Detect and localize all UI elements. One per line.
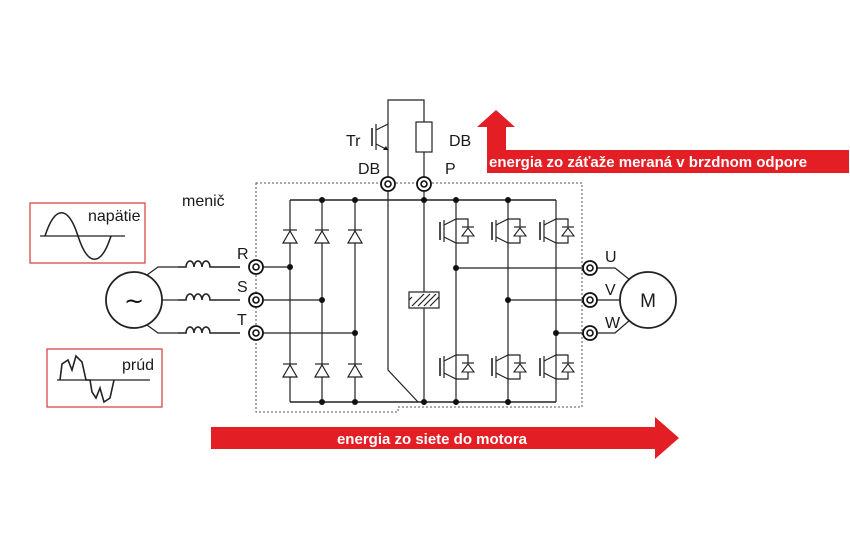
voltage-label: napätie (88, 208, 141, 225)
rectifier-diode-icon (281, 363, 364, 378)
brake-chopper: Tr DB DB P (346, 99, 471, 405)
inverter-bridge (436, 197, 582, 405)
voltage-waveform-box: napätie (29, 202, 146, 264)
converter-label: menič (182, 193, 225, 210)
igbt-icon (491, 218, 528, 244)
igbt-icon (539, 354, 576, 380)
brake-transistor-icon (371, 123, 389, 151)
terminal-db-label: DB (358, 161, 380, 178)
terminal-p-label: P (445, 161, 456, 178)
terminal-t (248, 325, 264, 341)
motor-label: M (640, 291, 656, 312)
terminal-w (582, 325, 598, 341)
terminal-v-label: V (605, 282, 616, 299)
current-waveform-box: prúd (46, 348, 163, 408)
terminal-r (248, 259, 264, 275)
regen-energy-label: energia zo záťaže meraná v brzdnom odpor… (489, 154, 807, 171)
transistor-label: Tr (346, 133, 361, 150)
converter-boundary (255, 182, 583, 413)
terminal-v (582, 292, 598, 308)
regen-energy-arrow: energia zo záťaže meraná v brzdnom odpor… (477, 110, 849, 173)
terminal-s-label: S (237, 279, 248, 296)
brake-resistor-icon (415, 121, 433, 153)
igbt-icon (436, 218, 476, 244)
terminal-t-label: T (237, 312, 247, 329)
terminal-u-label: U (605, 249, 617, 266)
forward-energy-arrow: energia zo siete do motora (211, 417, 679, 459)
ac-source-symbol: ~ (124, 287, 144, 315)
rectifier-diode-icon (281, 229, 364, 244)
terminal-u (582, 260, 598, 276)
terminal-s (248, 292, 264, 308)
terminal-r-label: R (237, 246, 249, 263)
ac-source: ~ (105, 271, 163, 329)
current-label: prúd (122, 357, 154, 374)
sine-wave-icon (44, 212, 112, 260)
rectifier-bridge (281, 197, 364, 405)
brake-resistor-label: DB (449, 133, 471, 150)
igbt-icon (439, 354, 476, 380)
forward-energy-label: energia zo siete do motora (337, 431, 528, 448)
input-inductors (178, 260, 240, 334)
terminal-w-label: W (605, 315, 621, 332)
current-wave-icon (59, 354, 115, 404)
dc-link-capacitor (408, 291, 440, 309)
motor: M (619, 271, 677, 329)
igbt-icon (539, 218, 576, 244)
igbt-icon (491, 354, 528, 380)
